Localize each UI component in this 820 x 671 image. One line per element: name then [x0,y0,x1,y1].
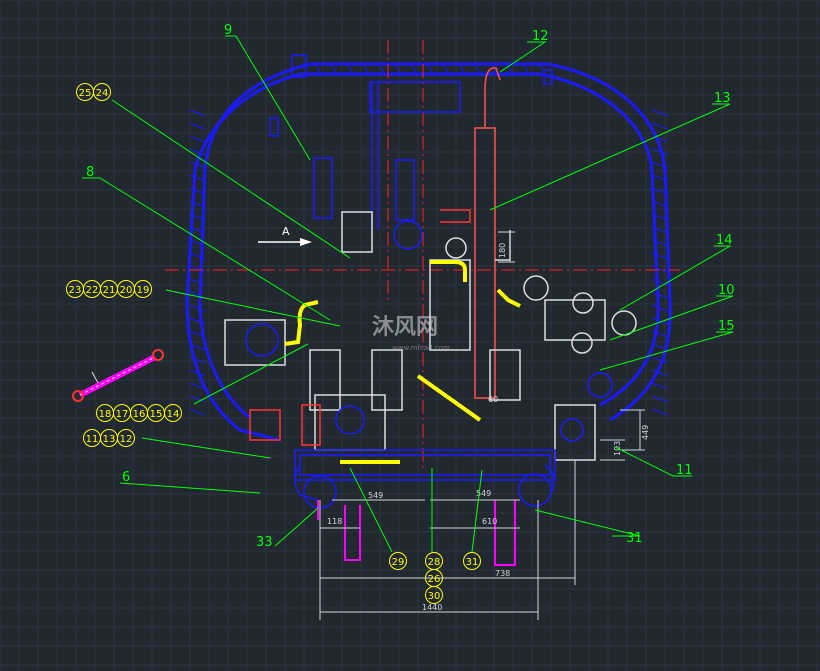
dim-449: 449 [641,425,650,440]
callout-circle [134,280,152,298]
dim-180: 180 [498,243,507,258]
callout-13: 13 [714,91,731,106]
tank-hatching [189,63,669,416]
dimension-lines [319,231,645,620]
callout-circle-label-29: 29 [392,557,405,568]
callout-circle-label-30: 30 [428,591,441,602]
dim-610: 610 [482,517,497,526]
callout-circle [164,404,182,422]
view-arrow-label: A [282,225,290,238]
callout-circle-label-25: 25 [79,88,92,99]
callout-circle-label-26: 26 [428,574,441,585]
callout-numbers: 9 12 13 8 14 10 15 11 6 33 31 [86,23,735,550]
callout-circle-label-11: 11 [86,434,99,445]
hose-assembly [72,349,164,402]
leader-lines [82,35,734,553]
callout-15: 15 [718,319,735,334]
callout-circle-label-15: 15 [150,409,163,420]
callout-circle-label-24: 24 [96,88,109,99]
callout-circle-label-18: 18 [99,409,112,420]
callout-12: 12 [532,29,549,44]
callout-circle-label-20: 20 [120,285,133,296]
watermark-url: www.mfcad.com [392,344,450,352]
view-arrow-a: A [258,225,312,246]
callout-8: 8 [86,165,94,180]
centerlines [165,40,680,470]
callout-circle [93,83,111,101]
dim-549-b: 549 [476,489,491,498]
dim-549-a: 549 [368,491,383,500]
callout-31: 31 [626,531,643,546]
callout-14: 14 [716,233,733,248]
dim-738: 738 [495,569,510,578]
callout-6: 6 [122,470,130,485]
yellow-pipes [284,260,521,464]
callout-9: 9 [224,23,232,38]
callout-circle-label-17: 17 [116,409,129,420]
callout-circle-label-28: 28 [428,557,441,568]
callout-circle-label-19: 19 [137,285,150,296]
callout-circle [117,429,135,447]
magenta-pipes [317,500,516,566]
watermark-text: 沐风网 [372,315,438,340]
equipment [224,54,637,509]
callout-33: 33 [256,535,273,550]
dim-60: 60 [488,395,498,404]
callout-circle-label-14: 14 [167,409,180,420]
dim-1440: 1440 [422,603,442,612]
callout-circle-label-22: 22 [86,285,99,296]
watermark: 沐风网 www.mfcad.com [372,315,450,352]
callout-circle [425,586,443,604]
callout-circle-label-13: 13 [103,434,116,445]
callout-circle-label-16: 16 [133,409,146,420]
dimension-texts: 180 549 549 118 610 738 1440 449 103 60 [327,243,650,612]
dim-118: 118 [327,517,342,526]
callout-circle-label-12: 12 [120,434,133,445]
callout-circle-label-31: 31 [466,557,479,568]
callout-10: 10 [718,283,735,298]
callout-11: 11 [676,463,693,478]
circled-callouts: 25 24 23 22 21 20 19 18 17 16 15 14 11 13 12 29 28 26 30 31 [66,83,481,604]
callout-circle [463,552,481,570]
callout-circle-label-21: 21 [103,285,116,296]
tank-outline [185,62,672,442]
callout-circle [389,552,407,570]
callout-circle-label-23: 23 [69,285,82,296]
